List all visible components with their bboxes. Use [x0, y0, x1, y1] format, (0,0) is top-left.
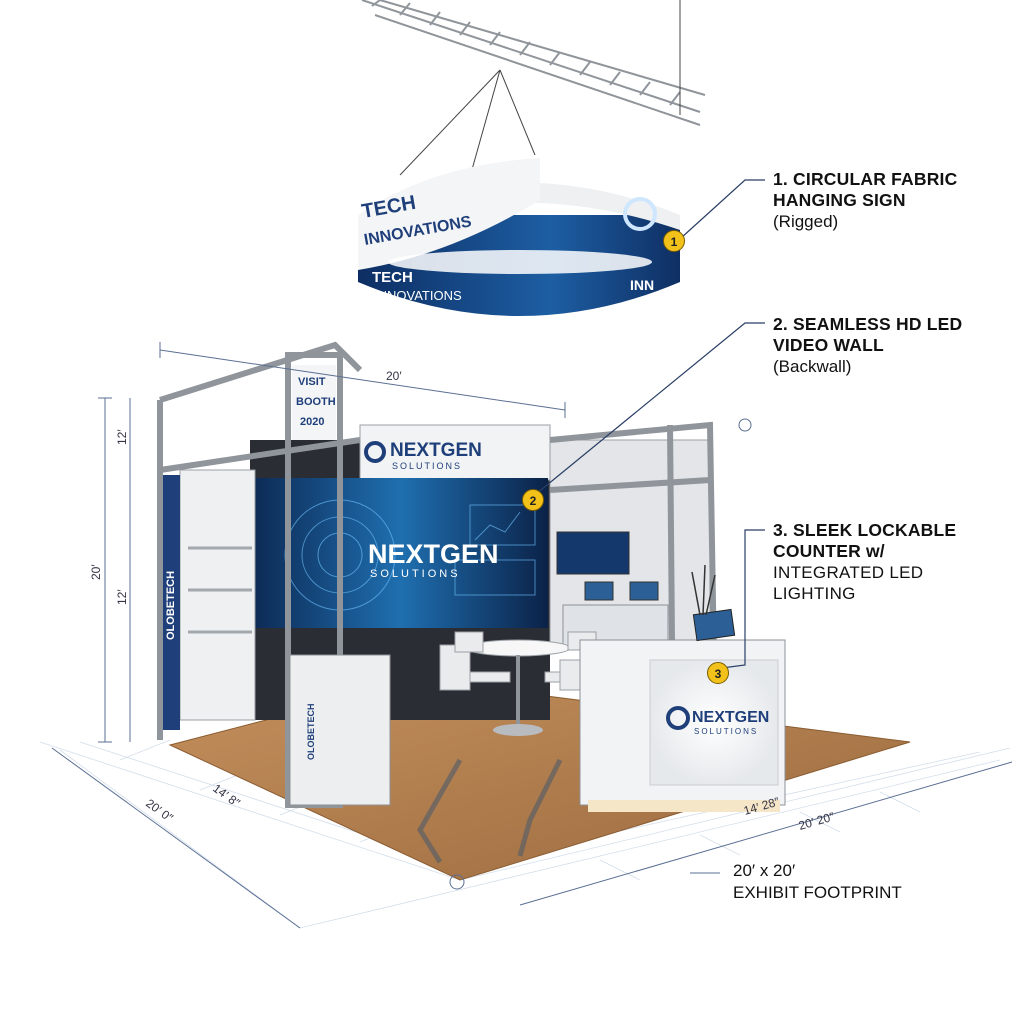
counter-brand: NEXTGEN	[692, 709, 769, 726]
hanging-sign: TECH INNOVATIONS TECH INNOVATIONS INN	[358, 158, 680, 316]
plant	[691, 564, 716, 616]
callout-2-title-1: 2. SEAMLESS HD LED	[773, 314, 963, 334]
leader-lines	[535, 179, 765, 669]
counter-base-led	[588, 800, 780, 812]
wall-monitor	[556, 531, 630, 575]
dim-front-left-a: 20′ 0″	[143, 796, 176, 825]
header-logo-icon	[364, 441, 386, 463]
callout-2-subtitle: (Backwall)	[773, 357, 852, 376]
tower-sign	[292, 365, 336, 440]
pedestal	[289, 654, 391, 806]
callout-3-title-2: COUNTER w/	[773, 541, 885, 561]
callout-hanging-sign: 1. CIRCULAR FABRIC HANGING SIGN (Rigged)	[773, 169, 957, 232]
callout-badge-3: 3	[707, 662, 729, 684]
callout-1-title-1: 1. CIRCULAR FABRIC	[773, 169, 958, 189]
counter-tablet	[692, 608, 736, 642]
video-wall-brand: NEXTGEN	[368, 539, 499, 569]
tower-line-2: BOOTH	[296, 396, 336, 408]
counter-sub: SOLUTIONS	[694, 727, 758, 736]
callout-counter: 3. SLEEK LOCKABLE COUNTER w/ INTEGRATED …	[773, 520, 956, 604]
side-panel	[160, 475, 180, 730]
footprint-line-1: 20′ x 20′	[733, 861, 796, 880]
hanging-sign-lower-1: TECH	[372, 269, 413, 286]
dim-front-right-b: 20′ 20″	[797, 809, 837, 833]
header-sub: SOLUTIONS	[392, 461, 462, 471]
dim-total-height: 20′	[89, 564, 103, 580]
shelves	[188, 546, 252, 634]
callout-1-subtitle: (Rigged)	[773, 212, 839, 231]
hanging-sign-logo-icon	[623, 197, 657, 231]
ceiling-truss	[361, 0, 706, 126]
dimension-lines	[51, 342, 1013, 929]
callout-badge-1: 1	[663, 230, 685, 252]
dim-top-width: 20′	[386, 369, 402, 383]
header-panel	[359, 424, 551, 481]
dim-front-left-b: 14′ 8″	[210, 781, 243, 810]
dim-lower-height: 12′	[115, 589, 129, 605]
chairs	[439, 631, 597, 691]
callout-3-subtitle-1: INTEGRATED LED	[773, 563, 924, 582]
footprint-line-2: EXHIBIT FOOTPRINT	[733, 883, 902, 902]
header-logo: NEXTGEN SOLUTIONS	[364, 440, 482, 471]
callout-3-title-1: 3. SLEEK LOCKABLE	[773, 520, 957, 540]
counter-logo: NEXTGEN SOLUTIONS	[666, 706, 769, 736]
counter-logo-icon	[666, 706, 690, 730]
callout-video-wall: 2. SEAMLESS HD LED VIDEO WALL (Backwall)	[773, 314, 962, 377]
hanging-sign-lower-2: INNOVATIONS	[374, 288, 462, 303]
tower-line-1: VISIT	[298, 376, 326, 388]
callout-badge-2: 2	[522, 489, 544, 511]
tablet-kiosk-b	[629, 581, 659, 601]
dim-upper-height: 12′	[115, 429, 129, 445]
callout-1-title-2: HANGING SIGN	[773, 190, 906, 210]
tablet-kiosk-a	[584, 581, 614, 601]
pedestal-text: OLOBETECH	[306, 703, 316, 760]
video-wall-sub: SOLUTIONS	[370, 568, 461, 580]
callout-2-title-2: VIDEO WALL	[773, 335, 884, 355]
side-panel-text: OLOBETECH	[165, 571, 177, 640]
meeting-table	[465, 639, 571, 736]
header-brand: NEXTGEN	[390, 440, 482, 461]
tower-line-3: 2020	[300, 416, 324, 428]
callout-3-subtitle-2: LIGHTING	[773, 584, 856, 603]
hanging-sign-right: INN	[630, 277, 654, 293]
footprint-label: 20′ x 20′ EXHIBIT FOOTPRINT	[733, 860, 902, 904]
left-shelf-bay	[179, 469, 256, 721]
